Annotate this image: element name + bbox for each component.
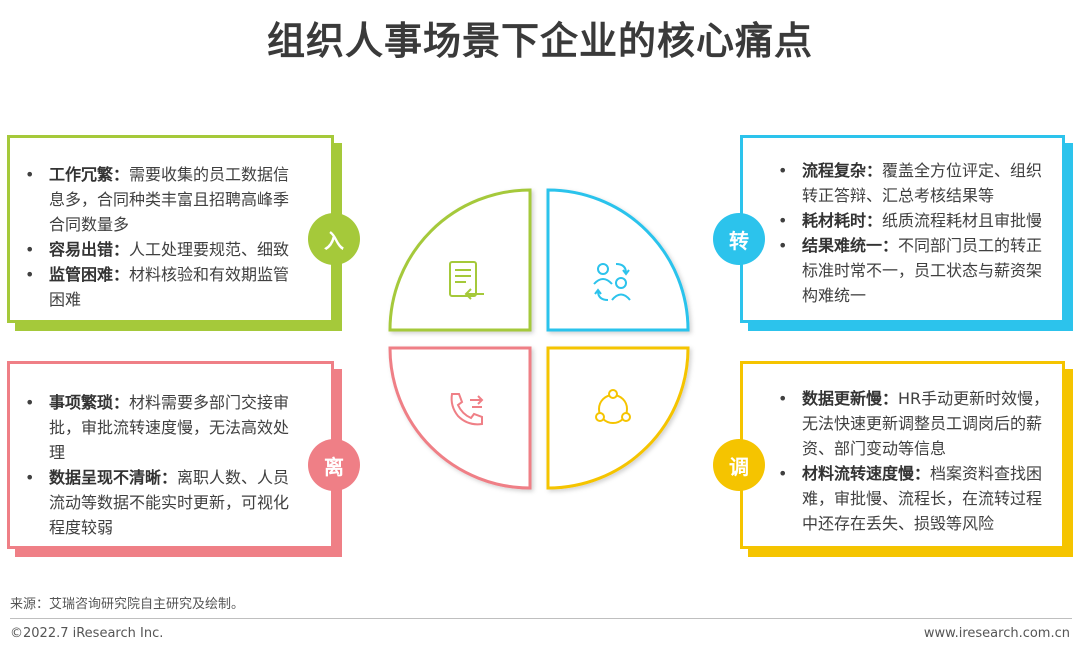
- list-item: 数据呈现不清晰：离职人数、人员流动等数据不能实时更新，可视化程度较弱: [25, 465, 293, 540]
- badge-zhuan: 转: [713, 213, 765, 265]
- quadrant-yellow: [546, 346, 690, 490]
- card-li: 事项繁琐：材料需要多部门交接审批，审批流转速度慢，无法高效处理 数据呈现不清晰：…: [7, 361, 334, 549]
- quadrant-blue: [546, 188, 690, 332]
- list-item: 流程复杂：覆盖全方位评定、组织转正答辩、汇总考核结果等: [778, 158, 1054, 208]
- badge-diao: 调: [713, 439, 765, 491]
- card-zhuan: 流程复杂：覆盖全方位评定、组织转正答辩、汇总考核结果等 耗材耗时：纸质流程耗材且…: [740, 135, 1065, 323]
- user-exchange-icon: [593, 263, 631, 301]
- card-zhuan-list: 流程复杂：覆盖全方位评定、组织转正答辩、汇总考核结果等 耗材耗时：纸质流程耗材且…: [769, 158, 1054, 308]
- card-ru: 工作冗繁：需要收集的员工数据信息多，合同种类丰富且招聘高峰季合同数量多 容易出错…: [7, 135, 334, 323]
- list-item: 材料流转速度慢：档案资料查找困难，审批慢、流程长，在流转过程中还存在丢失、损毁等…: [778, 461, 1054, 536]
- footer-divider: [10, 618, 1072, 619]
- quadrant-green: [388, 188, 532, 332]
- badge-li: 离: [308, 439, 360, 491]
- list-item: 耗材耗时：纸质流程耗材且审批慢: [778, 208, 1054, 233]
- list-item: 数据更新慢：HR手动更新时效慢，无法快速更新调整员工调岗后的薪资、部门变动等信息: [778, 386, 1054, 461]
- list-item: 事项繁琐：材料需要多部门交接审批，审批流转速度慢，无法高效处理: [25, 390, 293, 465]
- list-item: 监管困难：材料核验和有效期监管困难: [25, 262, 293, 312]
- list-item: 容易出错：人工处理要规范、细致: [25, 237, 293, 262]
- badge-ru: 入: [308, 213, 360, 265]
- website-text: www.iresearch.com.cn: [923, 626, 1070, 641]
- list-item: 工作冗繁：需要收集的员工数据信息多，合同种类丰富且招聘高峰季合同数量多: [25, 162, 293, 237]
- card-diao: 数据更新慢：HR手动更新时效慢，无法快速更新调整员工调岗后的薪资、部门变动等信息…: [740, 361, 1065, 549]
- page-title: 组织人事场景下企业的核心痛点: [266, 19, 813, 63]
- list-item: 结果难统一：不同部门员工的转正标准时常不一，员工状态与薪资架构难统一: [778, 233, 1054, 308]
- phone-transfer-icon: [450, 393, 484, 426]
- document-icon: [449, 261, 484, 300]
- card-diao-list: 数据更新慢：HR手动更新时效慢，无法快速更新调整员工调岗后的薪资、部门变动等信息…: [769, 386, 1054, 536]
- center-quadrant-diagram: [388, 188, 690, 490]
- source-note: 来源：艾瑞咨询研究院自主研究及绘制。: [10, 597, 245, 612]
- team-cycle-icon: [595, 389, 631, 424]
- card-li-list: 事项繁琐：材料需要多部门交接审批，审批流转速度慢，无法高效处理 数据呈现不清晰：…: [16, 390, 293, 540]
- card-ru-list: 工作冗繁：需要收集的员工数据信息多，合同种类丰富且招聘高峰季合同数量多 容易出错…: [16, 162, 293, 312]
- copyright-text: ©2022.7 iResearch Inc.: [10, 626, 164, 641]
